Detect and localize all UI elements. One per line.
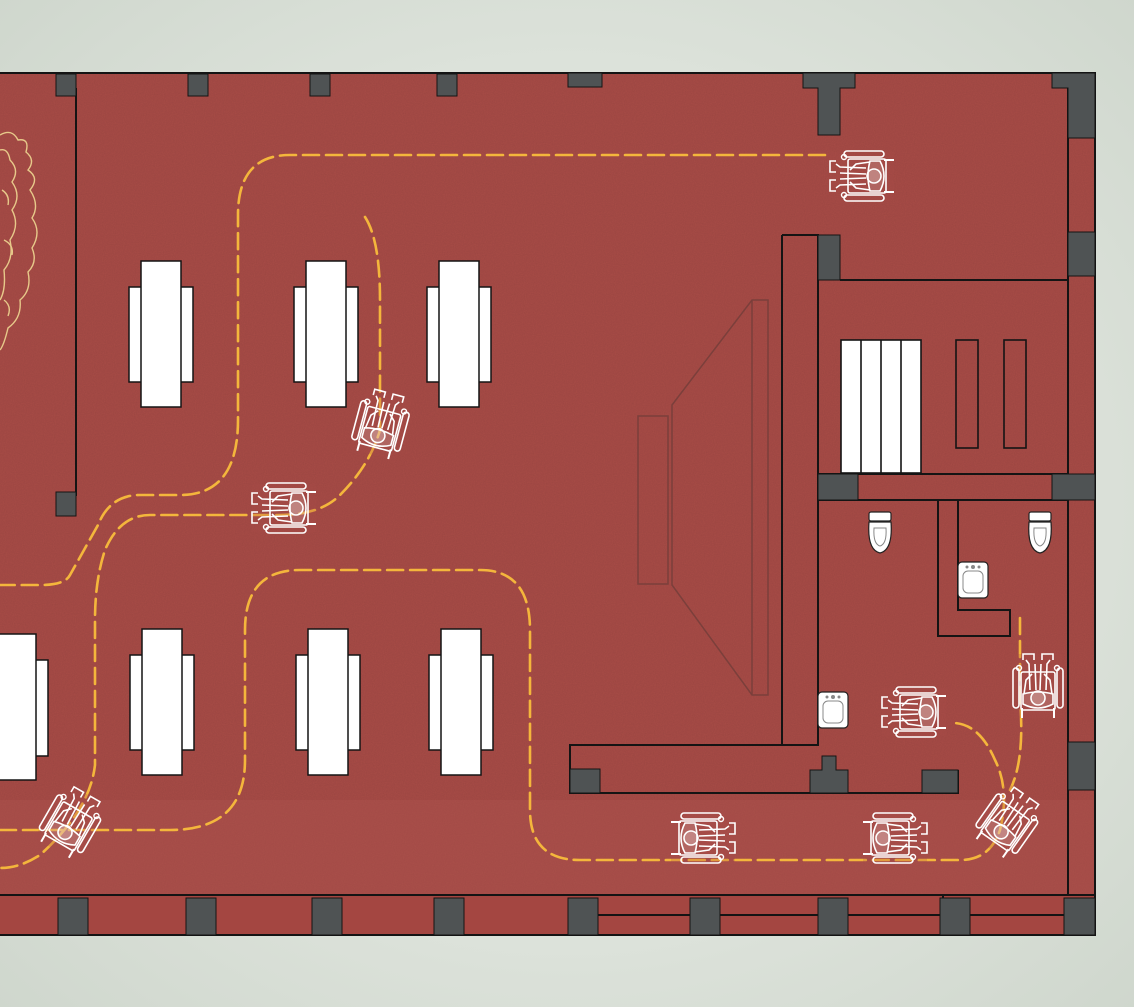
tree-icon (0, 131, 38, 351)
column-icon (57, 897, 89, 936)
column-icon (55, 73, 77, 97)
column-icon (1067, 741, 1096, 791)
column-icon (569, 768, 601, 794)
table-icon (293, 260, 359, 408)
wheelchair-user-icon (829, 150, 895, 202)
wheelchair-user-icon (1012, 653, 1064, 719)
column-icon (1063, 897, 1096, 936)
floor-slab (0, 73, 1095, 935)
sink-icon (817, 691, 849, 729)
table-icon (428, 628, 494, 776)
table-icon (426, 260, 492, 408)
column-icon (311, 897, 343, 936)
bench-unit (840, 339, 1027, 474)
column-icon (802, 72, 856, 136)
wheelchair-user-icon (251, 482, 317, 534)
column-icon (1051, 72, 1096, 139)
column-icon (185, 897, 217, 936)
column-icon (309, 73, 331, 97)
column-icon (817, 473, 859, 501)
table-icon (295, 628, 361, 776)
column-icon (817, 897, 849, 936)
column-icon (55, 491, 77, 517)
column-icon (567, 72, 603, 88)
toilet-icon (868, 511, 892, 554)
columns (55, 72, 1096, 936)
column-icon (187, 73, 209, 97)
column-icon (809, 755, 849, 794)
column-icon (921, 769, 959, 794)
wheelchair-user-icon (862, 812, 928, 864)
column-icon (567, 897, 599, 936)
route-lower (0, 568, 1006, 862)
column-icon (817, 234, 841, 281)
wheelchair-user-icon (881, 686, 947, 738)
table-icon (0, 633, 49, 781)
column-icon (436, 73, 458, 97)
toilet-icon (1028, 511, 1052, 554)
sink-icon (957, 561, 989, 599)
column-icon (433, 897, 465, 936)
route-upper (0, 153, 827, 587)
table-icon (129, 628, 195, 776)
column-icon (1067, 231, 1096, 277)
ramp-outline (637, 299, 769, 696)
wheelchair-user-icon (670, 812, 736, 864)
table-icon (128, 260, 194, 408)
column-icon (689, 897, 721, 936)
column-icon (1051, 473, 1096, 501)
column-icon (939, 897, 971, 936)
tables (0, 260, 494, 781)
